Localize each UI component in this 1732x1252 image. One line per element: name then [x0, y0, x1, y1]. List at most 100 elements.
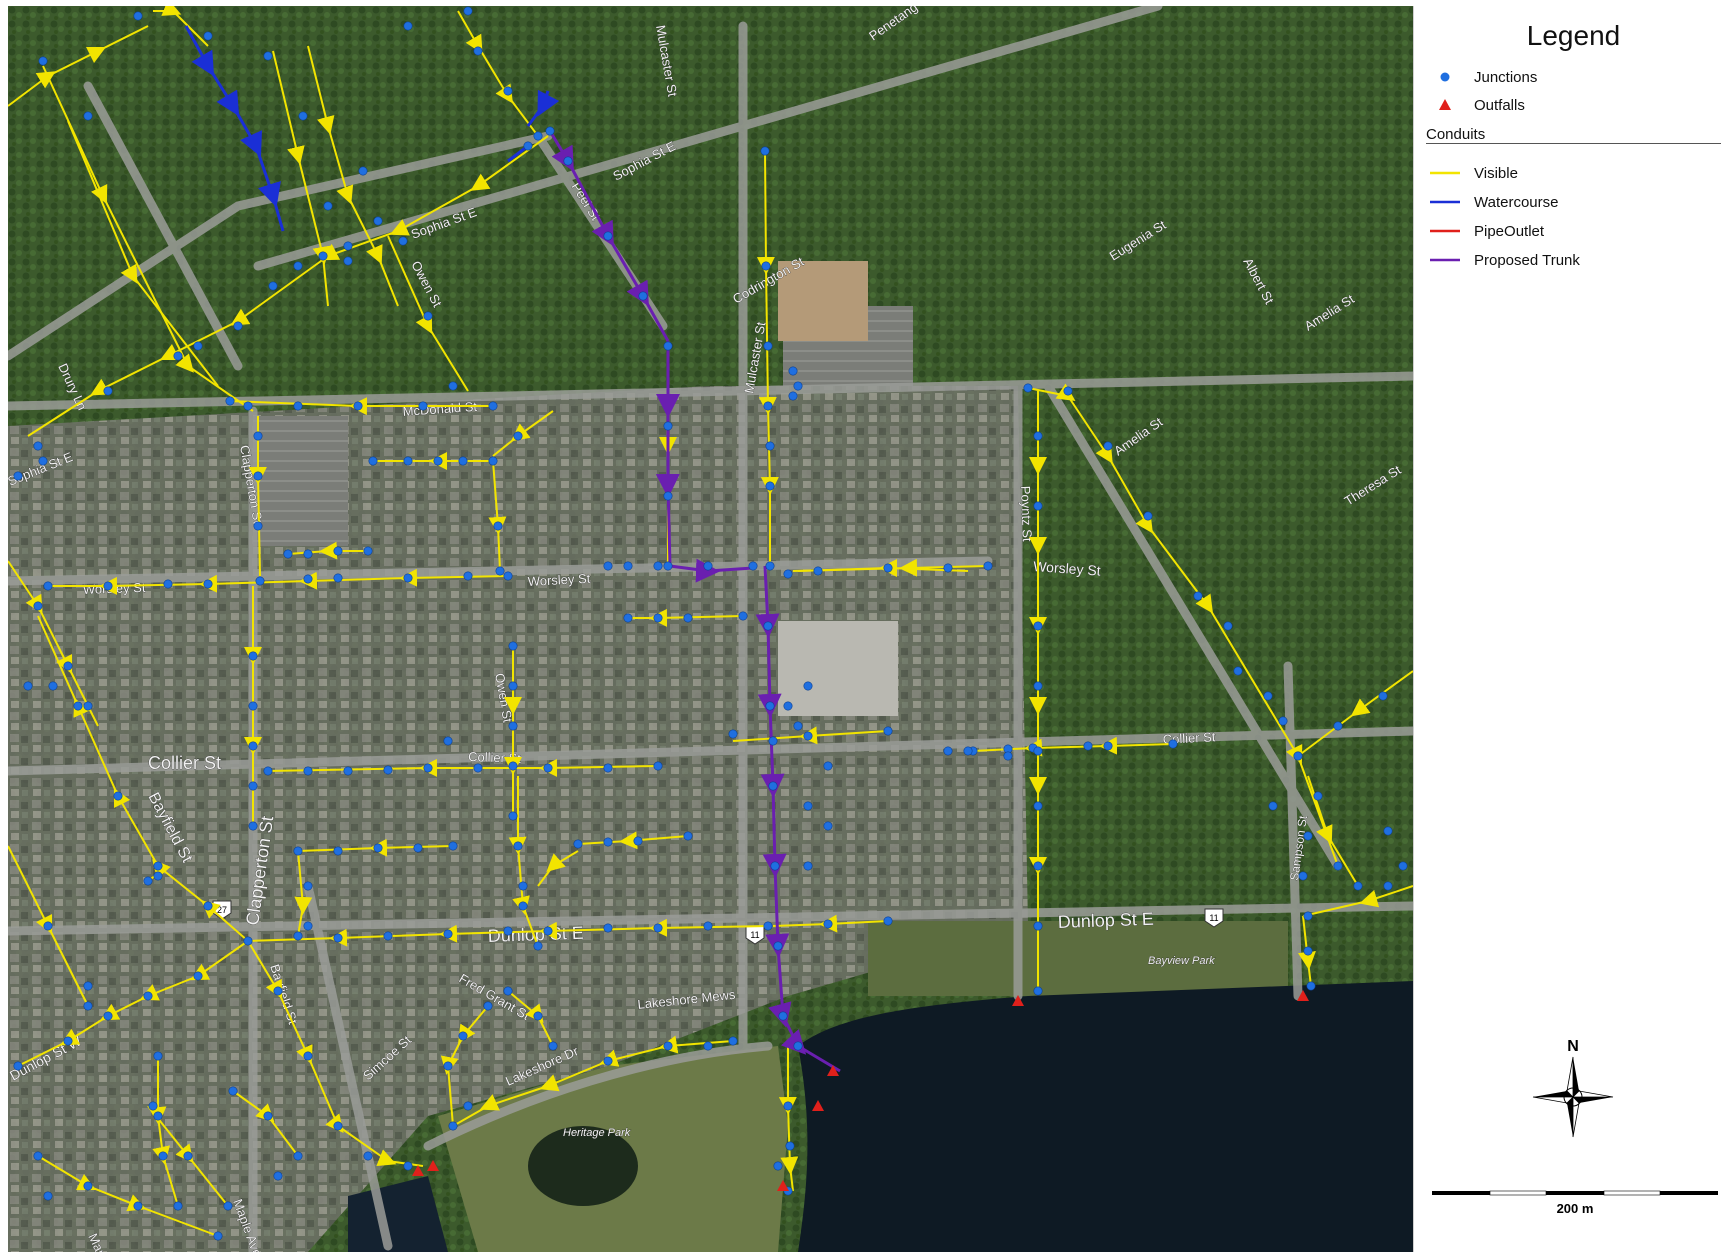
junction-node [653, 613, 663, 623]
junction-node [103, 581, 113, 591]
label-poyntz: Poyntz St [1018, 486, 1035, 543]
conduit-segment [287, 541, 368, 560]
svg-text:11: 11 [750, 930, 759, 940]
junction-node [43, 921, 53, 931]
conduit-segment [778, 1046, 799, 1192]
junction-node [303, 549, 313, 559]
junction-node [788, 366, 798, 376]
junction-node [43, 581, 53, 591]
junction-node [248, 781, 258, 791]
junction-node [523, 141, 533, 151]
junction-node [293, 401, 303, 411]
junction-node [943, 746, 953, 756]
conduit-segment [247, 940, 424, 1167]
junction-node [343, 256, 353, 266]
junction-node [463, 1101, 473, 1111]
junction-node [1223, 621, 1233, 631]
park-pond [528, 1126, 638, 1206]
outfall-layer [412, 990, 1309, 1191]
conduit-proposed-trunk-symbol [1426, 248, 1464, 272]
junction-node [1033, 681, 1043, 691]
junction-node [13, 471, 23, 481]
junction-node [738, 611, 748, 621]
junction-node [1278, 716, 1288, 726]
junction-node [193, 971, 203, 981]
junction-node [778, 1011, 788, 1021]
junction-node [413, 843, 423, 853]
junction-node [1033, 501, 1043, 511]
conduit-segment [577, 831, 689, 850]
junction-node [663, 561, 673, 571]
junction-node [768, 781, 778, 791]
scale-bar-label: 200 m [1557, 1201, 1594, 1216]
junction-node [383, 765, 393, 775]
junction-node [173, 351, 183, 361]
junction-node [765, 441, 775, 451]
junction-node [103, 1011, 113, 1021]
conduit-segment [17, 940, 249, 1067]
junction-node [373, 216, 383, 226]
junction-node [653, 561, 663, 571]
junction-node [263, 766, 273, 776]
junction-node [268, 281, 278, 291]
junction-node [448, 381, 458, 391]
junction-node [38, 56, 48, 66]
junction-node [423, 311, 433, 321]
junction-node [203, 579, 213, 589]
junction-node [233, 321, 243, 331]
legend-item-pipeoutlet: PipeOutlet [1426, 219, 1544, 243]
junction-node [248, 741, 258, 751]
junction-node [1333, 721, 1343, 731]
outfall-symbol [1426, 93, 1464, 117]
junction-node [1333, 861, 1343, 871]
junction-node [493, 521, 503, 531]
scale-bar: 200 m [1432, 1185, 1718, 1225]
junction-node [293, 261, 303, 271]
junction-node [1103, 741, 1113, 751]
conduit-segment [27, 135, 549, 437]
junction-node [763, 401, 773, 411]
junction-node [773, 941, 783, 951]
outfall-marker [812, 1100, 824, 1111]
map-canvas[interactable]: Mulcaster St Penetang Sophia St E Peel S… [8, 6, 1413, 1252]
junction-node [23, 681, 33, 691]
junction-node [533, 941, 543, 951]
junction-node [623, 561, 633, 571]
junction-node [253, 431, 263, 441]
junction-node [503, 571, 513, 581]
junction-node [545, 126, 555, 136]
junction-node [1083, 741, 1093, 751]
kempenfelt-bay [798, 981, 1413, 1252]
junction-node [473, 46, 483, 56]
junction-node [508, 811, 518, 821]
parking-lot-1 [253, 416, 348, 546]
junction-node [1263, 691, 1273, 701]
junction-node [603, 561, 613, 571]
junction-node [143, 876, 153, 886]
junction-node [48, 681, 58, 691]
junction-node [333, 933, 343, 943]
conduit-segment [148, 1056, 179, 1207]
junction-node [503, 926, 513, 936]
legend-label-watercourse: Watercourse [1474, 193, 1559, 211]
junction-node [83, 981, 93, 991]
junction-node [543, 926, 553, 936]
conduit-segment [1302, 885, 1413, 917]
junction-node [508, 721, 518, 731]
junction-node [1023, 383, 1033, 393]
conduit-segment [452, 1035, 734, 1127]
outfall-marker [827, 1065, 839, 1076]
junction-node [343, 241, 353, 251]
junction-node [368, 456, 378, 466]
junction-node [633, 836, 643, 846]
junction-node [783, 1101, 793, 1111]
junction-node [768, 736, 778, 746]
junction-node [1033, 621, 1043, 631]
map-view[interactable]: Mulcaster St Penetang Sophia St E Peel S… [8, 6, 1413, 1252]
junction-node [1268, 801, 1278, 811]
junction-node [443, 736, 453, 746]
junction-node [1303, 911, 1313, 921]
junction-node [273, 1171, 283, 1181]
junction-node [1293, 751, 1303, 761]
conduit-segment [537, 850, 579, 887]
